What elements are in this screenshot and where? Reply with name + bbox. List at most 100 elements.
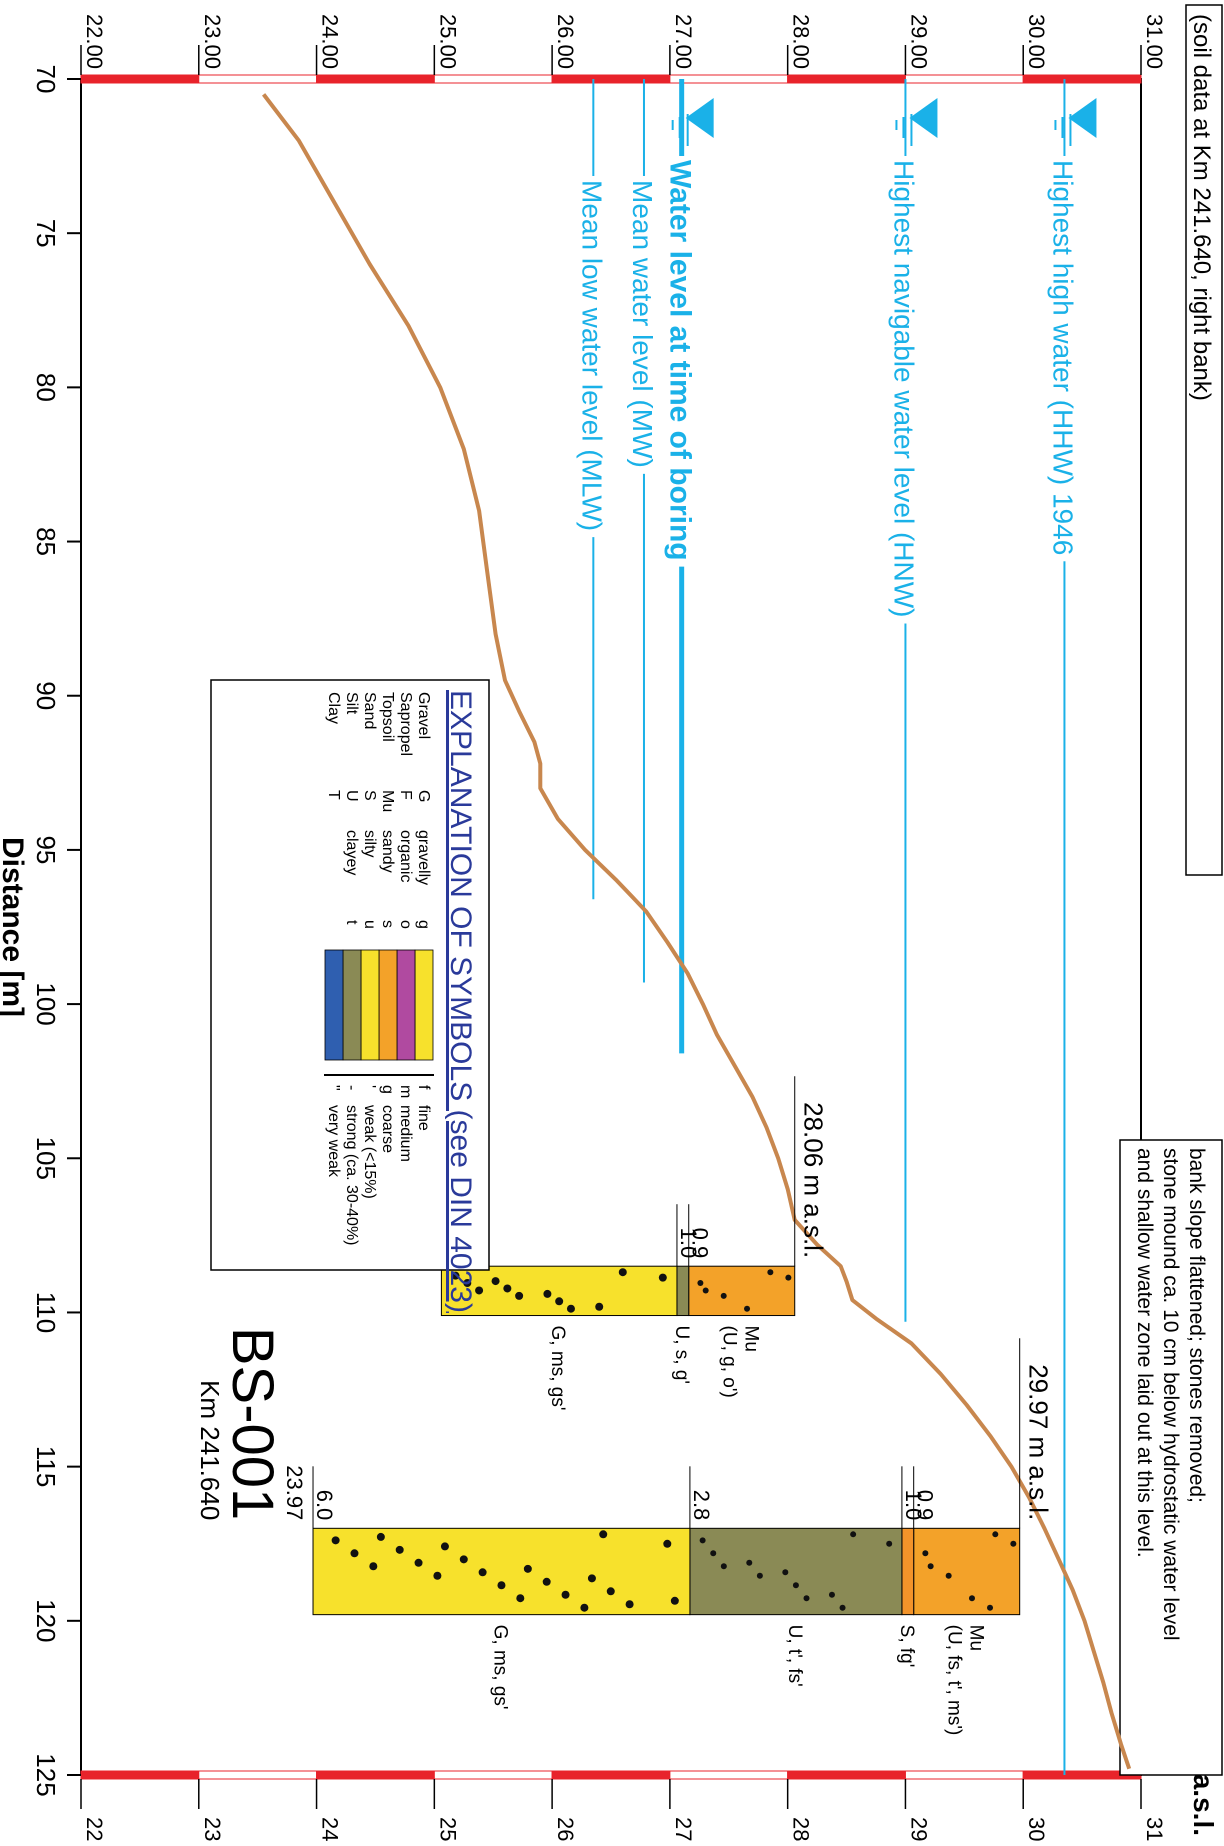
rotated-figure: 22.0022.0023.0023.0024.0024.0025.0025.00… [0, 4, 1223, 1846]
water-level-label-bg [625, 176, 662, 474]
y-tick-label-left: 23.00 [200, 14, 225, 69]
y-tick-label-right: 23.00 [200, 1817, 225, 1841]
texture-dot [785, 1274, 792, 1281]
layer-depth-label: 0.9 [913, 1490, 938, 1521]
legend-soil-adj: sandy [379, 830, 396, 873]
texture-dot [566, 1304, 575, 1313]
texture-dot [587, 1574, 596, 1583]
texture-dot [331, 1536, 340, 1545]
legend-soil-adj: clayey [343, 830, 360, 875]
legend-soil-code: F [397, 790, 414, 800]
y-tick-label-right: 31.00 [1142, 1817, 1167, 1841]
borehole-top-elevation: 28.06 m a.s.l. [799, 1102, 829, 1258]
legend-soil-code: U [343, 790, 360, 802]
layer-depth-label: 6.0 [312, 1490, 337, 1521]
left-scale-segment [904, 74, 1024, 84]
x-tick-label: 125 [31, 1753, 61, 1796]
texture-dot [720, 1292, 727, 1299]
legend-soil-adj-code: u [361, 920, 378, 929]
texture-dot [803, 1595, 810, 1602]
x-tick-label: 120 [31, 1599, 61, 1642]
legend-modifier-text: weak (<15%) [361, 1104, 378, 1199]
water-level-label: Highest navigable water level (HNW) [888, 160, 919, 618]
texture-dot [523, 1564, 532, 1573]
y-tick-label-left: 27.00 [671, 14, 696, 69]
x-axis-label: Distance [m] [0, 837, 29, 1017]
legend-modifier-code: - [343, 1085, 360, 1090]
legend-swatch [414, 949, 434, 1061]
borehole-layer [440, 1265, 678, 1317]
legend-soil-name: Sand [361, 692, 378, 729]
layer-depth-label: 0.9 [688, 1228, 713, 1259]
layer-description: Mu [966, 1625, 987, 1651]
texture-dot [625, 1600, 634, 1609]
x-tick-label: 85 [31, 527, 61, 556]
legend-swatch [396, 949, 416, 1061]
layer-depth-label: 1.0 [901, 1490, 926, 1521]
water-level-label-bg [887, 156, 924, 624]
texture-dot [376, 1532, 385, 1541]
texture-dot [792, 1582, 799, 1589]
y-tick-label-left: 22.00 [82, 14, 107, 69]
water-level-label: Mean water level (MW) [627, 180, 658, 468]
texture-dot [580, 1603, 589, 1612]
legend-soil-adj: gravelly [415, 830, 432, 885]
legend-soil-name: Sapropel [397, 692, 414, 756]
texture-dot [463, 1279, 472, 1288]
legend-soil-adj-code: t [343, 920, 360, 925]
texture-dot [491, 1277, 500, 1286]
legend-modifier-code: " [325, 1085, 342, 1091]
legend-soil-adj: organic [397, 830, 414, 882]
x-tick-label: 115 [31, 1446, 61, 1487]
texture-dot [699, 1537, 706, 1544]
water-level-triangle-icon [909, 98, 938, 138]
texture-dot [658, 1273, 667, 1282]
water-level-label-bg [663, 156, 700, 567]
texture-dot [987, 1604, 994, 1611]
legend-soil-name: Gravel [415, 692, 432, 739]
legend-soil-code: S [361, 790, 378, 801]
texture-dot [618, 1268, 627, 1277]
right-scale-segment [551, 1770, 671, 1780]
left-scale-segment [787, 74, 906, 84]
texture-dot [767, 1269, 774, 1276]
texture-dot [756, 1572, 763, 1579]
legend-soil-adj-code: g [415, 920, 432, 929]
left-scale-segment [669, 74, 789, 84]
x-tick-label: 70 [31, 65, 61, 94]
borehole-name: BS-001 [220, 1327, 285, 1520]
y-tick-label-left: 29.00 [906, 14, 931, 69]
borehole-layer [689, 1527, 903, 1616]
borehole-bottom-elevation: 23.97 [282, 1465, 307, 1520]
y-tick-label-right: 29.00 [906, 1817, 931, 1841]
subtitle-box [1185, 4, 1223, 876]
note-box [1119, 1139, 1223, 1776]
texture-dot [663, 1539, 672, 1548]
legend-modifier-text: medium [397, 1105, 414, 1162]
texture-dot [478, 1568, 487, 1577]
left-scale-segment [433, 74, 553, 84]
texture-dot [886, 1540, 893, 1547]
y-tick-label-left: 28.00 [789, 14, 814, 69]
water-level-triangle-icon [685, 98, 714, 138]
texture-dot [710, 1550, 717, 1557]
texture-dot [927, 1563, 934, 1570]
water-level-label: Water level at time of boring [664, 160, 697, 561]
texture-dot [503, 1284, 512, 1293]
y-tick-label-right: 22.00 [82, 1817, 107, 1841]
legend-title: EXPLANATION OF SYMBOLS (see DIN 4023) [444, 690, 477, 1313]
water-level-label-bg [1046, 156, 1083, 562]
right-scale-segment [669, 1770, 789, 1780]
y-tick-label-left: 24.00 [318, 14, 343, 69]
legend-swatch [360, 949, 380, 1061]
borehole-top-elevation: 29.97 m a.s.l. [1024, 1364, 1054, 1520]
legend-soil-name: Topsoil [379, 692, 396, 742]
borehole-layer [312, 1527, 691, 1616]
texture-dot [744, 1305, 751, 1312]
layer-description: U, s, g' [671, 1326, 692, 1385]
water-level-label: Highest high water (HHW) 1946 [1047, 160, 1078, 555]
texture-dot [433, 1571, 442, 1580]
x-tick-label: 100 [31, 982, 61, 1025]
x-tick-label: 80 [31, 373, 61, 402]
